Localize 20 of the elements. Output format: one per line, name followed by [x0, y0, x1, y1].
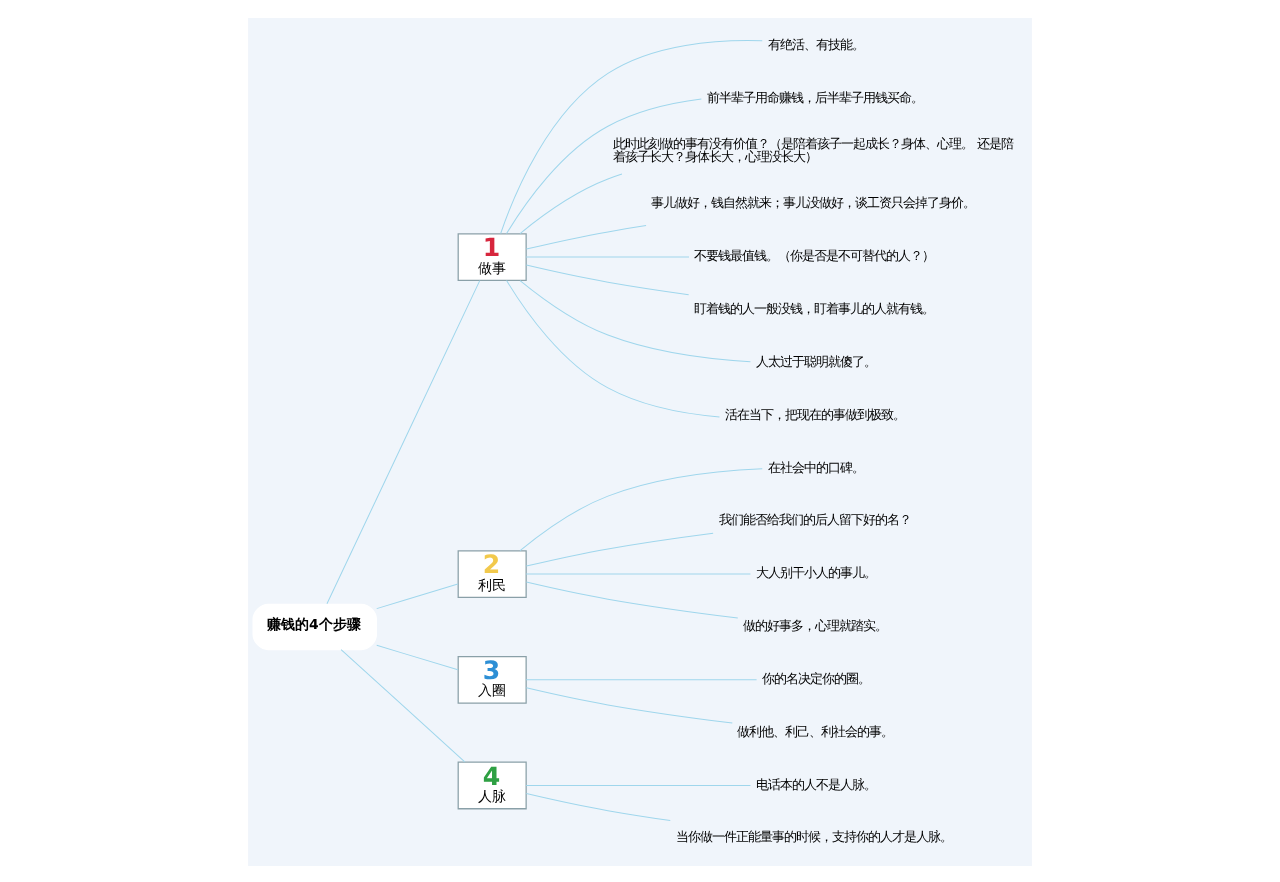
connector [506, 279, 720, 417]
connector [340, 648, 466, 762]
connector [376, 643, 459, 670]
connector [500, 39, 763, 233]
connector [506, 97, 702, 234]
connector [525, 531, 714, 566]
connector [525, 263, 690, 295]
connector [519, 467, 763, 551]
connector [376, 582, 459, 609]
connector [525, 791, 671, 821]
connector [525, 686, 733, 723]
connector [519, 172, 623, 234]
connector [525, 580, 739, 618]
connector [525, 678, 758, 680]
connector [525, 572, 751, 574]
connector [326, 279, 481, 604]
connector [525, 224, 647, 249]
connector [525, 783, 751, 785]
connector [519, 279, 751, 362]
connector [525, 255, 690, 257]
